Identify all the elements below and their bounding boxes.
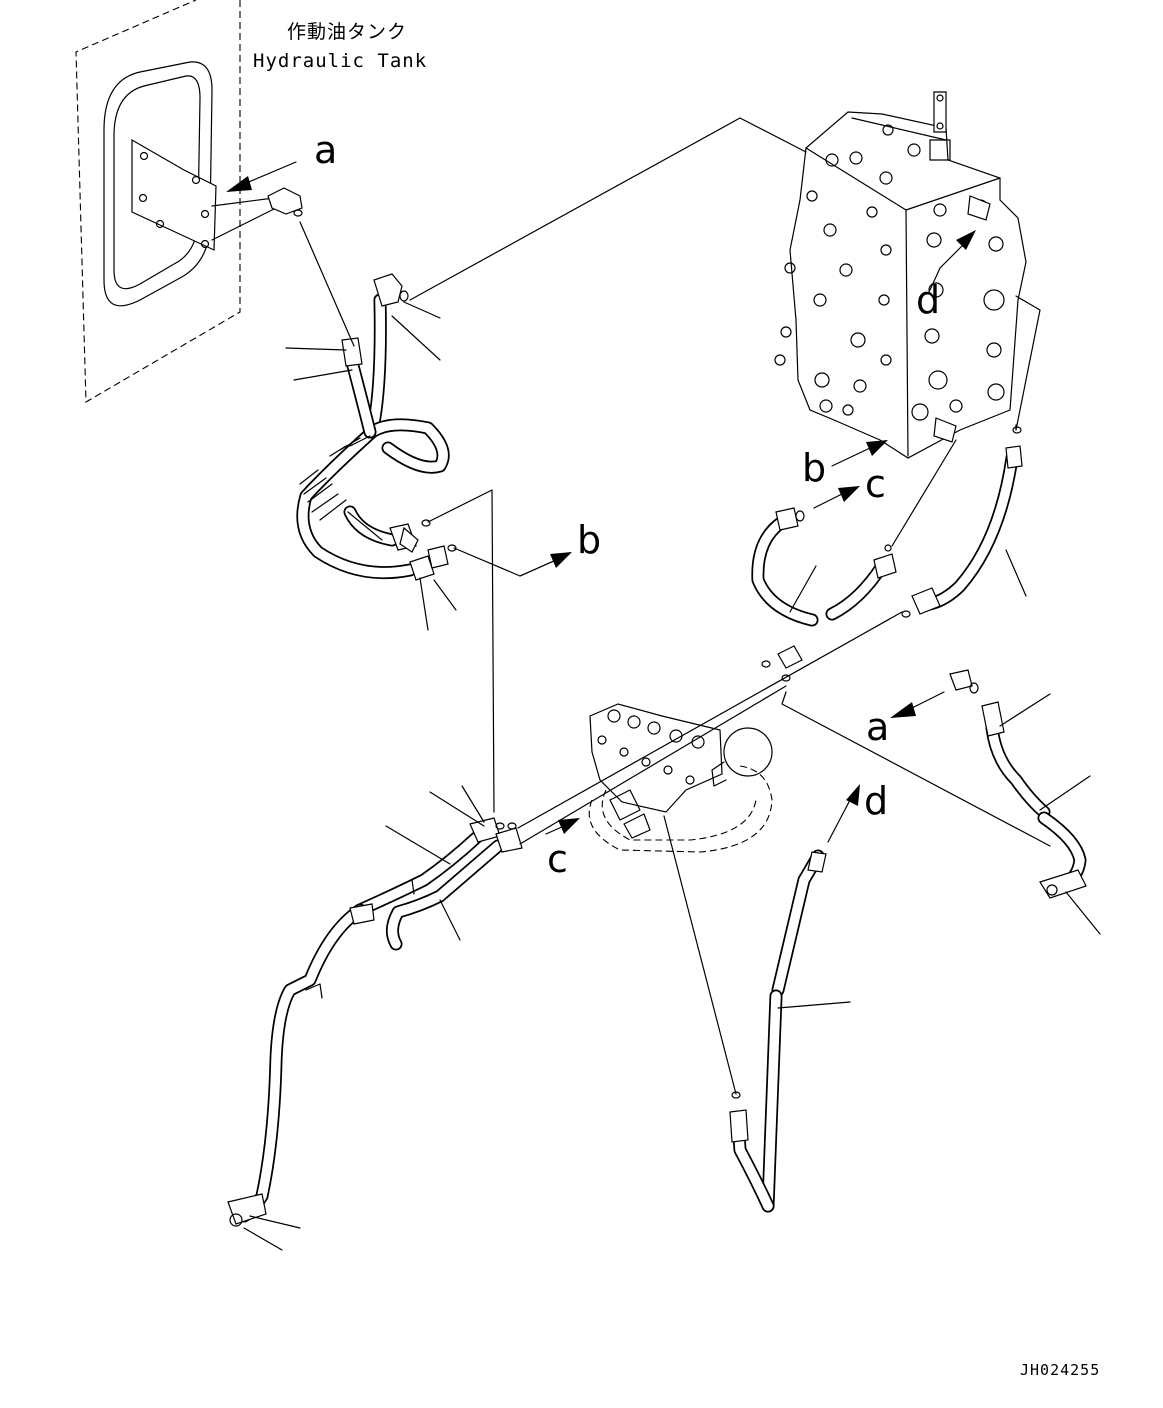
- hose-c-short: [751, 507, 897, 627]
- arrow-d-lower: [846, 784, 860, 806]
- arrow-a-right: [890, 702, 916, 718]
- tank-title-en: Hydraulic Tank: [253, 50, 427, 72]
- hose-d-lower: [729, 849, 827, 1213]
- connection-lines: [243, 117, 1101, 1251]
- arrow-b-left: [550, 552, 572, 568]
- label-d-lower: d: [864, 779, 888, 823]
- fittings-center: [761, 645, 803, 682]
- label-c-top: c: [865, 462, 886, 506]
- hose-tank-return: [296, 273, 457, 581]
- control-valve-block: [774, 91, 1027, 459]
- label-c-left: c: [547, 837, 568, 881]
- tank-title-jp: 作動油タンク: [287, 21, 407, 43]
- hose-lower-left: [227, 817, 523, 1227]
- label-a-right: a: [866, 705, 889, 749]
- label-b-top: b: [802, 446, 826, 490]
- arrow-c-left: [558, 818, 580, 834]
- hose-d-right: [901, 426, 1023, 618]
- arrow-a-tank: [226, 176, 252, 192]
- arrows: [226, 161, 976, 843]
- label-a-tank: a: [314, 128, 337, 172]
- arrow-b-top: [866, 440, 888, 456]
- label-b-left: b: [577, 518, 601, 562]
- hydraulic-tank: [75, 0, 303, 403]
- arrow-c-top: [838, 486, 860, 502]
- arrow-d-top: [956, 230, 976, 250]
- hose-a-right: [949, 669, 1087, 899]
- label-d-top: d: [916, 278, 940, 322]
- ppc-valve: [588, 703, 773, 853]
- drawing-code: JH024255: [1020, 1361, 1100, 1379]
